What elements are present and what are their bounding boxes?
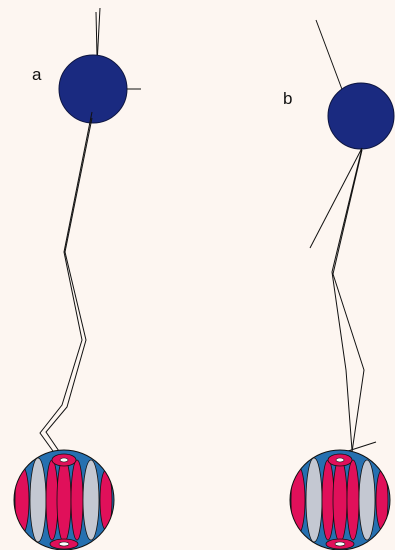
panel-b-label: b bbox=[283, 89, 292, 108]
panel-a-label: a bbox=[32, 65, 42, 84]
panel-b-branch bbox=[310, 148, 362, 248]
panel-a-top-sphere bbox=[59, 55, 127, 123]
panel-b-striped-sphere bbox=[290, 450, 390, 550]
panel-a-chain-strand-2 bbox=[46, 118, 92, 457]
panel-b-top-sphere bbox=[328, 83, 394, 149]
panel-b-chain-strand-1 bbox=[332, 148, 362, 450]
panel-a-chain-strand-1 bbox=[40, 112, 92, 458]
panel-a: a bbox=[14, 8, 141, 550]
panel-b: b bbox=[283, 20, 394, 550]
panel-a-striped-sphere bbox=[14, 450, 114, 550]
panel-b-upper-strand bbox=[316, 20, 343, 92]
